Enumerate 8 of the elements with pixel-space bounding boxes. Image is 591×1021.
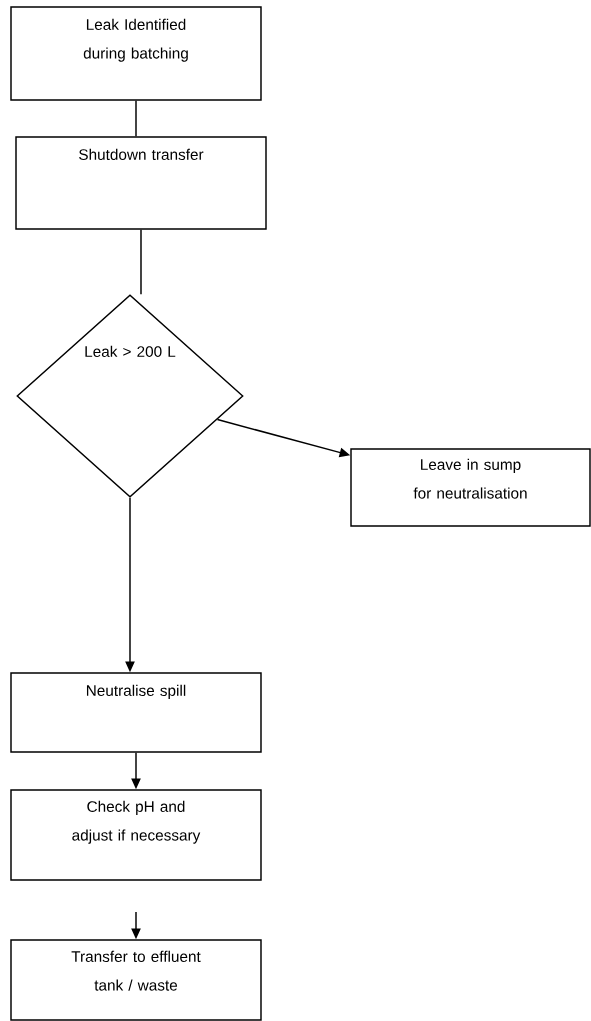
connector-line bbox=[135, 100, 137, 137]
process-box: Shutdown transfer bbox=[15, 136, 267, 230]
process-box: Leave in sump for neutralisation bbox=[350, 448, 591, 527]
process-box: Check pH and adjust if necessary bbox=[10, 789, 262, 881]
connector-line bbox=[140, 229, 142, 295]
process-box: Leak Identified during batching bbox=[10, 6, 262, 101]
process-box: Neutralise spill bbox=[10, 672, 262, 753]
process-box: Transfer to effluent tank / waste bbox=[10, 939, 262, 1021]
